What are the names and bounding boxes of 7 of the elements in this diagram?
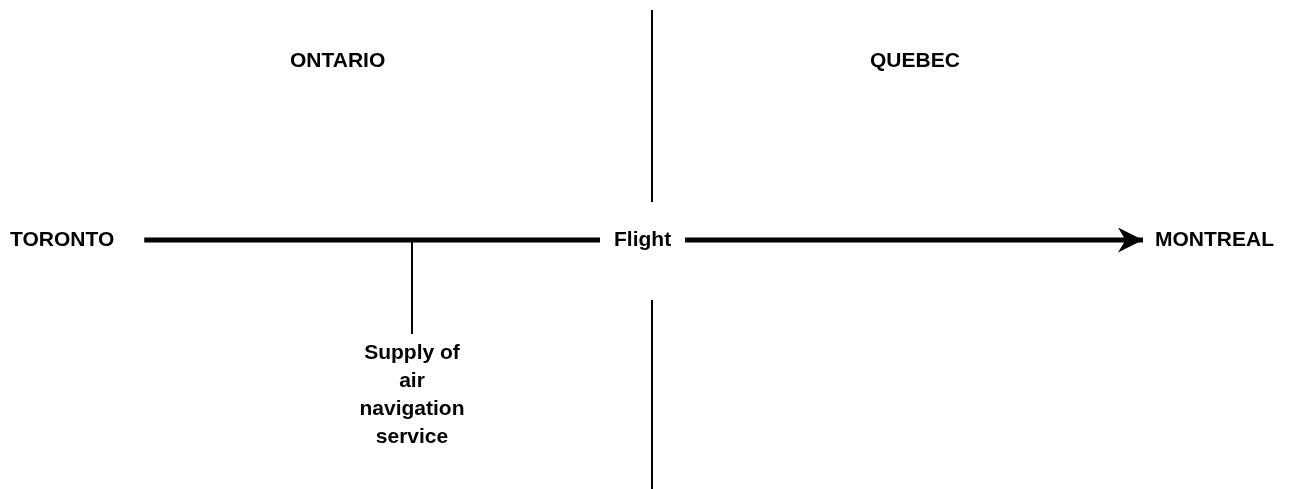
service-label: Supply of air navigation service bbox=[352, 338, 472, 450]
city-label: MONTREAL bbox=[1155, 227, 1274, 251]
province-label: ONTARIO bbox=[290, 48, 386, 72]
city-label: TORONTO bbox=[10, 227, 115, 251]
flight-arrow bbox=[144, 227, 1143, 253]
leader-line bbox=[411, 241, 413, 335]
province-label: QUEBEC bbox=[870, 48, 960, 72]
